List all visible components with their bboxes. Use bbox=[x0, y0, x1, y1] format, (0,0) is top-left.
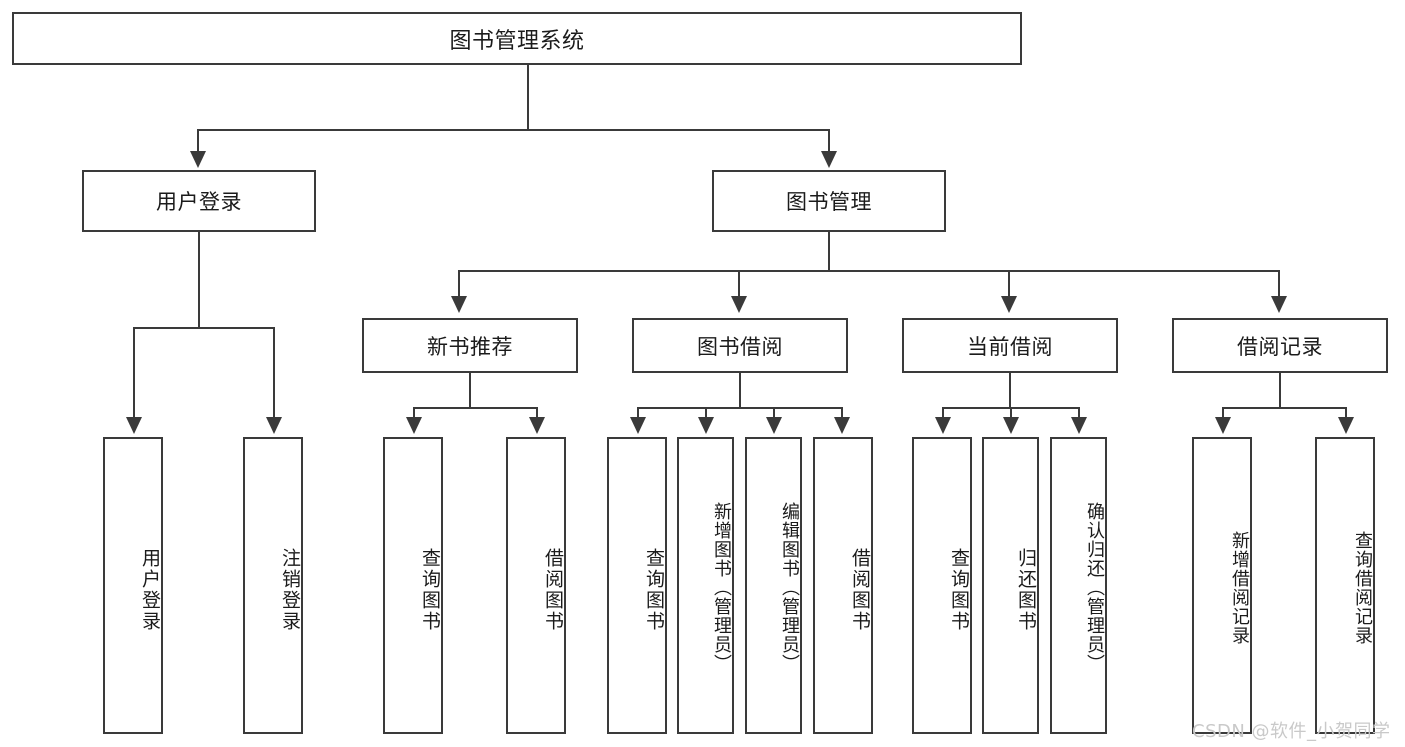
connector-book-borrow-drop-2 bbox=[705, 407, 707, 419]
connector-user-login-drop-2 bbox=[273, 327, 275, 419]
arrowhead-to-borrow-record bbox=[1271, 296, 1287, 313]
connector-user-login-drop-1 bbox=[133, 327, 135, 419]
arrowhead-to-book-borrow bbox=[731, 296, 747, 313]
node-root-book-management-system[interactable]: 图书管理系统 bbox=[12, 12, 1022, 65]
arrowhead-leaf-query-record bbox=[1338, 417, 1354, 434]
connector-root-stem bbox=[527, 65, 529, 129]
node-label: 当前借阅 bbox=[967, 334, 1053, 359]
node-book-borrow[interactable]: 图书借阅 bbox=[632, 318, 848, 373]
arrowhead-leaf-confirm-return bbox=[1071, 417, 1087, 434]
connector-to-current-borrow bbox=[1008, 270, 1010, 298]
arrowhead-leaf-add-record bbox=[1215, 417, 1231, 434]
node-label: 确认归还（管理员） bbox=[1084, 502, 1105, 673]
node-current-borrow[interactable]: 当前借阅 bbox=[902, 318, 1118, 373]
connector-new-book-rec-stem bbox=[469, 373, 471, 407]
node-label: 新增图书（管理员） bbox=[711, 502, 732, 673]
connector-to-borrow-record bbox=[1278, 270, 1280, 298]
node-label: 图书管理系统 bbox=[449, 28, 585, 54]
node-leaf-add-borrow-record[interactable]: 新增借阅记录 bbox=[1192, 437, 1252, 734]
arrowhead-leaf-return-book bbox=[1003, 417, 1019, 434]
connector-level2-bar bbox=[197, 129, 829, 131]
node-label: 新增借阅记录 bbox=[1229, 530, 1250, 645]
connector-book-borrow-bar bbox=[637, 407, 841, 409]
connector-new-book-rec-drop-1 bbox=[413, 407, 415, 419]
connector-new-book-rec-bar bbox=[413, 407, 538, 409]
connector-current-borrow-drop-1 bbox=[942, 407, 944, 419]
connector-current-borrow-drop-2 bbox=[1010, 407, 1012, 419]
arrowhead-leaf-user-login bbox=[126, 417, 142, 434]
node-borrow-record[interactable]: 借阅记录 bbox=[1172, 318, 1388, 373]
connector-book-manage-stem bbox=[828, 232, 830, 270]
connector-book-borrow-stem bbox=[739, 373, 741, 407]
connector-book-borrow-drop-1 bbox=[637, 407, 639, 419]
node-leaf-confirm-return[interactable]: 确认归还（管理员） bbox=[1050, 437, 1107, 734]
node-label: 用户登录 bbox=[156, 190, 242, 214]
node-label: 注销登录 bbox=[279, 547, 301, 632]
arrowhead-leaf-add-book bbox=[698, 417, 714, 434]
node-leaf-return-book[interactable]: 归还图书 bbox=[982, 437, 1039, 734]
node-label: 查询图书 bbox=[643, 547, 665, 632]
connector-current-borrow-drop-3 bbox=[1078, 407, 1080, 419]
arrowhead-to-current-borrow bbox=[1001, 296, 1017, 313]
node-leaf-add-book[interactable]: 新增图书（管理员） bbox=[677, 437, 734, 734]
connector-to-new-book-rec bbox=[458, 270, 460, 298]
arrowhead-leaf-borrow-book-1 bbox=[529, 417, 545, 434]
node-leaf-user-logout[interactable]: 注销登录 bbox=[243, 437, 303, 734]
node-leaf-edit-book[interactable]: 编辑图书（管理员） bbox=[745, 437, 802, 734]
node-label: 用户登录 bbox=[139, 547, 161, 632]
arrowhead-leaf-borrow-book-2 bbox=[834, 417, 850, 434]
node-leaf-query-book-borrow[interactable]: 查询图书 bbox=[607, 437, 667, 734]
connector-borrow-record-stem bbox=[1279, 373, 1281, 407]
node-leaf-user-login[interactable]: 用户登录 bbox=[103, 437, 163, 734]
node-label: 查询借阅记录 bbox=[1352, 530, 1373, 645]
arrowhead-to-user-login bbox=[190, 151, 206, 168]
node-label: 新书推荐 bbox=[427, 334, 513, 359]
watermark-csdn: CSDN @软件_小贺同学 bbox=[1192, 721, 1391, 742]
connector-user-login-bar bbox=[133, 327, 275, 329]
node-label: 图书借阅 bbox=[697, 334, 783, 359]
node-label: 查询图书 bbox=[948, 547, 970, 632]
node-label: 借阅图书 bbox=[542, 547, 564, 632]
connector-borrow-record-bar bbox=[1222, 407, 1347, 409]
connector-level3-bar bbox=[458, 270, 1278, 272]
arrowhead-to-book-manage bbox=[821, 151, 837, 168]
node-label: 归还图书 bbox=[1015, 547, 1037, 632]
arrowhead-to-new-book-rec bbox=[451, 296, 467, 313]
arrowhead-leaf-query-book-2 bbox=[630, 417, 646, 434]
node-leaf-query-borrow-record[interactable]: 查询借阅记录 bbox=[1315, 437, 1375, 734]
node-label: 编辑图书（管理员） bbox=[779, 502, 800, 673]
node-leaf-query-book-new-rec[interactable]: 查询图书 bbox=[383, 437, 443, 734]
arrowhead-leaf-edit-book bbox=[766, 417, 782, 434]
connector-book-borrow-drop-4 bbox=[841, 407, 843, 419]
node-label: 借阅图书 bbox=[849, 547, 871, 632]
connector-borrow-record-drop-1 bbox=[1222, 407, 1224, 419]
arrowhead-leaf-query-book-1 bbox=[406, 417, 422, 434]
connector-to-user-login bbox=[197, 129, 199, 153]
node-label: 借阅记录 bbox=[1237, 334, 1323, 359]
arrowhead-leaf-query-book-3 bbox=[935, 417, 951, 434]
node-label: 查询图书 bbox=[419, 547, 441, 632]
connector-user-login-stem bbox=[198, 232, 200, 327]
node-label: 图书管理 bbox=[786, 190, 872, 214]
connector-book-borrow-drop-3 bbox=[773, 407, 775, 419]
node-new-book-rec[interactable]: 新书推荐 bbox=[362, 318, 578, 373]
node-leaf-query-book-current[interactable]: 查询图书 bbox=[912, 437, 972, 734]
connector-borrow-record-drop-2 bbox=[1345, 407, 1347, 419]
node-leaf-borrow-book-new-rec[interactable]: 借阅图书 bbox=[506, 437, 566, 734]
connector-new-book-rec-drop-2 bbox=[536, 407, 538, 419]
connector-to-book-manage bbox=[828, 129, 830, 153]
node-user-login[interactable]: 用户登录 bbox=[82, 170, 316, 232]
node-book-manage[interactable]: 图书管理 bbox=[712, 170, 946, 232]
node-leaf-borrow-book-borrow[interactable]: 借阅图书 bbox=[813, 437, 873, 734]
connector-current-borrow-stem bbox=[1009, 373, 1011, 407]
connector-to-book-borrow bbox=[738, 270, 740, 298]
arrowhead-leaf-user-logout bbox=[266, 417, 282, 434]
